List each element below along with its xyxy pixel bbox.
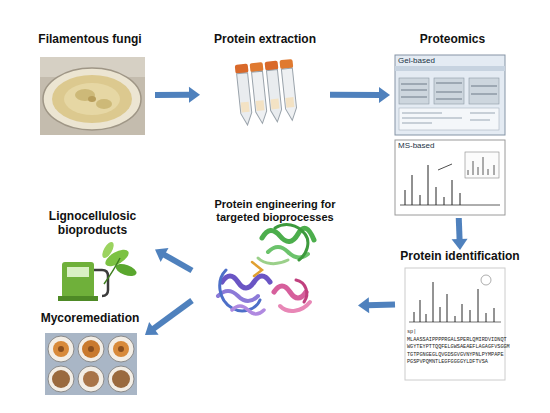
mycoremediation-plates xyxy=(45,333,137,395)
method-panel: MS-based xyxy=(395,140,505,215)
flow-arrow xyxy=(155,248,192,270)
petri-dish-photo xyxy=(40,57,145,135)
stage-label: Filamentous fungi xyxy=(25,33,155,47)
gel-screenshot xyxy=(395,55,505,135)
arrow-head xyxy=(452,239,468,250)
stage-label: Mycoremediation xyxy=(35,312,145,326)
stage-node: Protein engineering for targeted bioproc… xyxy=(192,198,358,323)
product-node: Lignocellulosic bioproducts xyxy=(30,210,155,302)
arrow-shaft xyxy=(367,302,395,309)
method-panel: Gel-based xyxy=(395,55,505,135)
stage-label: Protein engineering for targeted bioproc… xyxy=(192,198,358,223)
flow-arrow xyxy=(358,297,395,313)
sequence-text: TGTPGNGEGLQVGDSGVGVNYPNLPYMPAPE xyxy=(407,353,504,358)
stage-node: ProteomicsGel-basedMS-based xyxy=(390,33,515,218)
extraction-tubes xyxy=(235,59,299,126)
sequence-text: PGSPVPQMNTLEGFGGGGYLDFTVSA xyxy=(407,360,488,365)
flow-arrow xyxy=(155,87,200,103)
flow-arrow xyxy=(452,218,468,250)
panel-label: MS-based xyxy=(395,141,508,150)
biofuel-pump-icon xyxy=(58,240,138,301)
identification-result xyxy=(405,268,505,380)
arrow-head xyxy=(189,87,200,103)
arrow-head xyxy=(379,87,390,103)
arrow-shaft xyxy=(155,92,191,98)
arrow-shaft xyxy=(456,218,463,241)
arrow-head xyxy=(145,322,159,335)
product-node: Mycoremediation xyxy=(35,312,145,400)
arrow-head xyxy=(155,248,169,262)
arrow-head xyxy=(358,297,369,313)
stage-label: Protein identification xyxy=(395,250,525,264)
stage-label: Protein extraction xyxy=(200,33,330,47)
stage-label: Proteomics xyxy=(390,33,515,47)
flow-arrow xyxy=(145,301,192,335)
protein-structures xyxy=(218,225,314,314)
sequence-text: sp| xyxy=(407,330,416,335)
arrow-shaft xyxy=(330,92,381,98)
stage-node: Filamentous fungi xyxy=(25,33,155,138)
arrow-shaft xyxy=(152,301,192,330)
stage-node: Protein extraction xyxy=(200,33,330,128)
panel-label: Gel-based xyxy=(395,56,508,65)
sequence-text: WGYTEYPTTQQFELGWSAEAEFLAGAGFVSGGM xyxy=(407,345,510,350)
arrow-shaft xyxy=(163,254,192,271)
sequence-text: MLAASSAIPPPPRGALSPERLQMIRDVIDNQT xyxy=(407,338,507,343)
stage-label: Lignocellulosic bioproducts xyxy=(30,210,155,238)
flow-arrow xyxy=(330,87,390,103)
ms-spectrum xyxy=(395,140,505,215)
